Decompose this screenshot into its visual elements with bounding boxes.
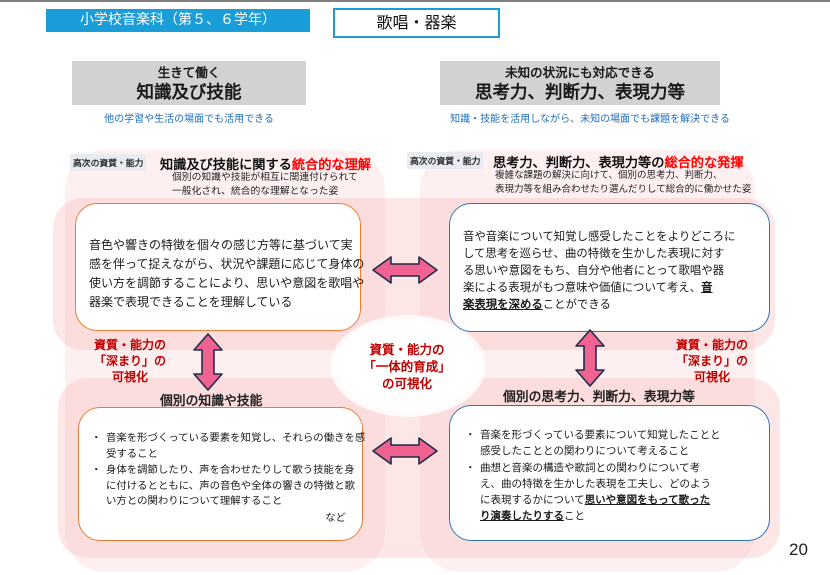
text-segment: に表現するかについて [480,494,585,506]
integrated-ellipse [330,315,486,417]
etc-suffix: など [325,511,346,524]
double-arrow-vertical-icon [192,332,224,392]
higher-order-tag: 高次の資質・能力 [70,154,147,171]
bullet-item: ・音楽を形づくっている要素について知覚したことと感受したこととの関わりについて考… [465,427,759,459]
highlight-text: 総合的な発揮 [664,156,744,171]
text-line: 資質・能力の [675,338,748,352]
text-line: い方との関わりについて理解すること [106,495,283,507]
integrated-knowledge-box: 音色や響きの特徴を個々の感じ方等に基づいて実感を伴って捉えながら、状況や課題に応… [75,203,365,331]
category-title: 知識及び技能 [136,83,242,103]
emphasis-text: 思いや意図をもって歌った [584,494,711,506]
category-kicker: 生きて働く [157,65,221,80]
text-line: 受すること [106,447,158,460]
bullet-list: ・音楽を形づくっている要素について知覚したことと感受したこととの関わりについて考… [465,427,759,524]
text-line: 身体を調節したり、声を合わせたりして歌う技能を身 [106,464,355,476]
bullet-icon: ・ [91,432,102,444]
bullet-item: ・曲想と音楽の構造や歌詞との関わりについて考え、曲の特徴を生かした表現を工夫し、… [465,460,759,524]
higher-order-heading: 知識及び技能に関する統合的な理解 [160,154,371,173]
text-line: 表現力等を組み合わせたり選んだりして総合的に働かせた姿 [495,184,752,195]
text-line: 一般化され、統合的な理解となった姿 [172,186,339,197]
text-line: して思考を巡らせ、曲の特徴を生かした表現に対す [463,246,725,260]
text-line: 「一体的育成」 [363,359,451,374]
bullet-icon: ・ [465,462,476,474]
text-line: 使い方を調節することにより、思いや意図を歌唱や [89,276,365,290]
page-number: 20 [789,540,808,559]
highlight-text: 統合的な理解 [291,158,371,173]
category-subtitle: 他の学習や生活の場面でも活用できる [104,114,274,125]
text-line: 「深まり」の [93,354,166,368]
text-line: 音楽を形づくっている要素を知覚し、それらの働きを感 [106,432,366,444]
bullet-item: ・音楽を形づくっている要素を知覚し、それらの働きを感受すること [91,431,366,462]
bullet-icon: ・ [465,429,476,441]
text-segment: 思考力、判断力、表現力等の [493,156,665,171]
text-line: 感を伴って捉えながら、状況や課題に応じて身体の [89,257,365,271]
text-line: 可視化 [111,370,148,384]
text-line: 「深まり」の [675,354,748,368]
emphasis-text: 楽表現を深める [463,297,543,311]
text-line: 資質・能力の [93,338,166,352]
individual-thinking-box: ・音楽を形づくっている要素について知覚したことと感受したこととの関わりについて考… [449,405,770,541]
individual-knowledge-box: ・音楽を形づくっている要素を知覚し、それらの働きを感受すること・身体を調節したり… [78,407,366,541]
deepening-label-left: 資質・能力の「深まり」の可視化 [80,337,180,385]
text-line: 個別の知識や技能が相互に関連付けられて [172,172,358,183]
text-segment: こと [564,510,585,522]
higher-order-description: 複雑な課題の解決に向けて、個別の思考力、判断力、表現力等を組み合わせたり選んだり… [495,169,751,197]
emphasis-text: り演奏したりする [480,510,564,522]
text-line: 可視化 [693,370,730,384]
text-line: 感受したこととの関わりについて考えること [480,445,690,457]
text-line: 楽による表現がもつ意味や価値について考え、音 [463,279,769,296]
category-kicker: 未知の状況にも対応できる [505,65,655,80]
deepening-label-right: 資質・能力の「深まり」の可視化 [662,337,762,385]
text-line: る思いや意図をもち、自分や他者にとって歌唱や器 [463,263,725,277]
text-line: 知識及び技能に関する統合的な理解 [160,154,371,173]
double-arrow-vertical-icon [574,328,606,388]
text-line: 音や音楽について知覚し感受したことをよりどころに [463,229,736,243]
text-segment: ことができる [542,297,611,311]
subject-label: 歌唱・器楽 [333,8,500,38]
top-rule [0,0,830,2]
category-subtitle: 知識・技能を活用しながら、未知の場面でも課題を解決できる [450,114,730,125]
text-line: 楽表現を深めることができる [463,296,769,313]
bullet-icon: ・ [91,464,102,476]
text-line: え、曲の特徴を生かした表現を工夫し、どのよう [480,478,711,490]
higher-order-tag: 高次の資質・能力 [407,152,484,169]
individual-knowledge-label: 個別の知識や技能 [160,394,263,409]
category-knowledge: 生きて働く 知識及び技能 [72,61,306,105]
text-line: 思考力、判断力、表現力等の総合的な発揮 [493,152,744,171]
text-line: 器楽で表現できることを理解している [89,295,293,309]
higher-order-description: 個別の知識や技能が相互に関連付けられて一般化され、統合的な理解となった姿 [172,171,358,199]
text-line: に表現するかについて思いや意図をもって歌った [480,492,759,508]
text-line: り演奏したりすること [480,508,759,524]
integrated-thinking-box: 音や音楽について知覚し感受したことをよりどころにして思考を巡らせ、曲の特徴を生か… [449,203,770,332]
course-title: 小学校音楽科（第５、６学年） [46,9,310,32]
text-line: 音楽を形づくっている要素について知覚したことと [480,429,721,441]
text-line: の可視化 [381,376,432,391]
text-line: に付けるとともに、声の音色や全体の響きの特徴と歌 [106,479,356,492]
text-segment: 楽による表現がもつ意味や価値について考え、 [463,280,702,294]
emphasis-text: 音 [701,280,713,294]
double-arrow-horizontal-icon [371,255,439,285]
bullet-list: ・音楽を形づくっている要素を知覚し、それらの働きを感受すること・身体を調節したり… [91,431,366,510]
text-segment: 知識及び技能に関する [160,158,292,173]
text-line: 資質・能力の [369,342,445,357]
text-line: 複雑な課題の解決に向けて、個別の思考力、判断力、 [495,170,723,181]
bullet-item: ・身体を調節したり、声を合わせたりして歌う技能を身に付けるとともに、声の音色や全… [91,463,356,510]
integrated-label: 資質・能力の「一体的育成」の可視化 [347,341,467,392]
higher-order-heading: 思考力、判断力、表現力等の総合的な発揮 [493,152,744,171]
category-title: 思考力、判断力、表現力等 [475,83,685,103]
double-arrow-horizontal-icon [371,436,439,466]
individual-thinking-label: 個別の思考力、判断力、表現力等 [503,390,695,405]
text-line: 音色や響きの特徴を個々の感じ方等に基づいて実 [89,238,353,252]
category-thinking: 未知の状況にも対応できる 思考力、判断力、表現力等 [440,61,720,105]
text-line: 曲想と音楽の構造や歌詞との関わりについて考 [480,462,701,474]
